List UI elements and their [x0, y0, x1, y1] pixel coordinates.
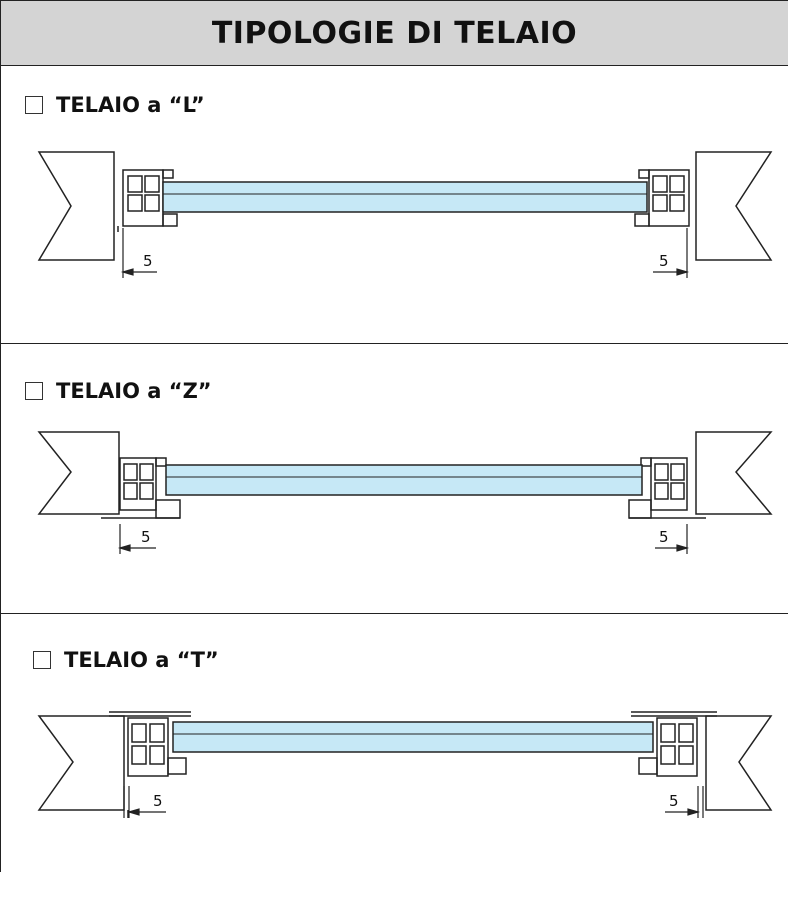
dimension-left — [120, 228, 157, 278]
wall-right-icon — [695, 151, 773, 261]
frame-profile-left-icon — [101, 457, 181, 519]
dimension-right-label: 5 — [659, 252, 669, 270]
header-bar: TIPOLOGIE DI TELAIO — [1, 0, 788, 66]
frame-l-diagram: 5 5 — [37, 151, 773, 278]
glass-pane-icon — [162, 181, 648, 213]
dimension-right — [655, 524, 690, 554]
section-telaio-z: TELAIO a “Z” — [1, 344, 788, 614]
section-telaio-t: TELAIO a “T” — [1, 614, 788, 872]
page: TIPOLOGIE DI TELAIO TELAIO a “L” — [0, 0, 788, 872]
section-telaio-l: TELAIO a “L” — [1, 66, 788, 344]
option-telaio-t[interactable]: TELAIO a “T” — [33, 648, 219, 672]
checkbox-telaio-z[interactable] — [25, 382, 43, 400]
option-label-telaio-l: TELAIO a “L” — [56, 93, 205, 117]
wall-left-icon — [37, 151, 115, 261]
wall-right-icon — [695, 431, 773, 515]
wall-right-icon — [705, 715, 773, 811]
wall-left-icon — [37, 431, 120, 515]
checkbox-telaio-t[interactable] — [33, 651, 51, 669]
page-title: TIPOLOGIE DI TELAIO — [211, 15, 578, 51]
dimension-right — [653, 228, 690, 278]
frame-profile-right-icon — [631, 711, 717, 777]
frame-profile-right-icon — [634, 169, 690, 227]
frame-t-diagram: 5 5 — [37, 711, 773, 818]
dimension-right-label: 5 — [659, 528, 669, 546]
wall-left-icon — [37, 715, 125, 811]
dimension-left-label: 5 — [143, 252, 153, 270]
dimension-left — [117, 524, 156, 554]
checkbox-telaio-l[interactable] — [25, 96, 43, 114]
frame-profile-right-icon — [628, 457, 706, 519]
option-label-telaio-t: TELAIO a “T” — [64, 648, 219, 672]
option-label-telaio-z: TELAIO a “Z” — [56, 379, 212, 403]
option-telaio-z[interactable]: TELAIO a “Z” — [25, 379, 212, 403]
dimension-right-label: 5 — [669, 792, 679, 810]
frame-z-diagram: 5 5 — [37, 431, 773, 554]
option-telaio-l[interactable]: TELAIO a “L” — [25, 93, 205, 117]
dimension-left-label: 5 — [153, 792, 163, 810]
dimension-right — [665, 786, 704, 818]
frame-profile-left-icon — [109, 711, 191, 818]
dimension-left — [123, 786, 166, 818]
glass-pane-icon — [165, 464, 643, 496]
dimension-left-label: 5 — [141, 528, 151, 546]
glass-pane-icon — [172, 721, 654, 753]
